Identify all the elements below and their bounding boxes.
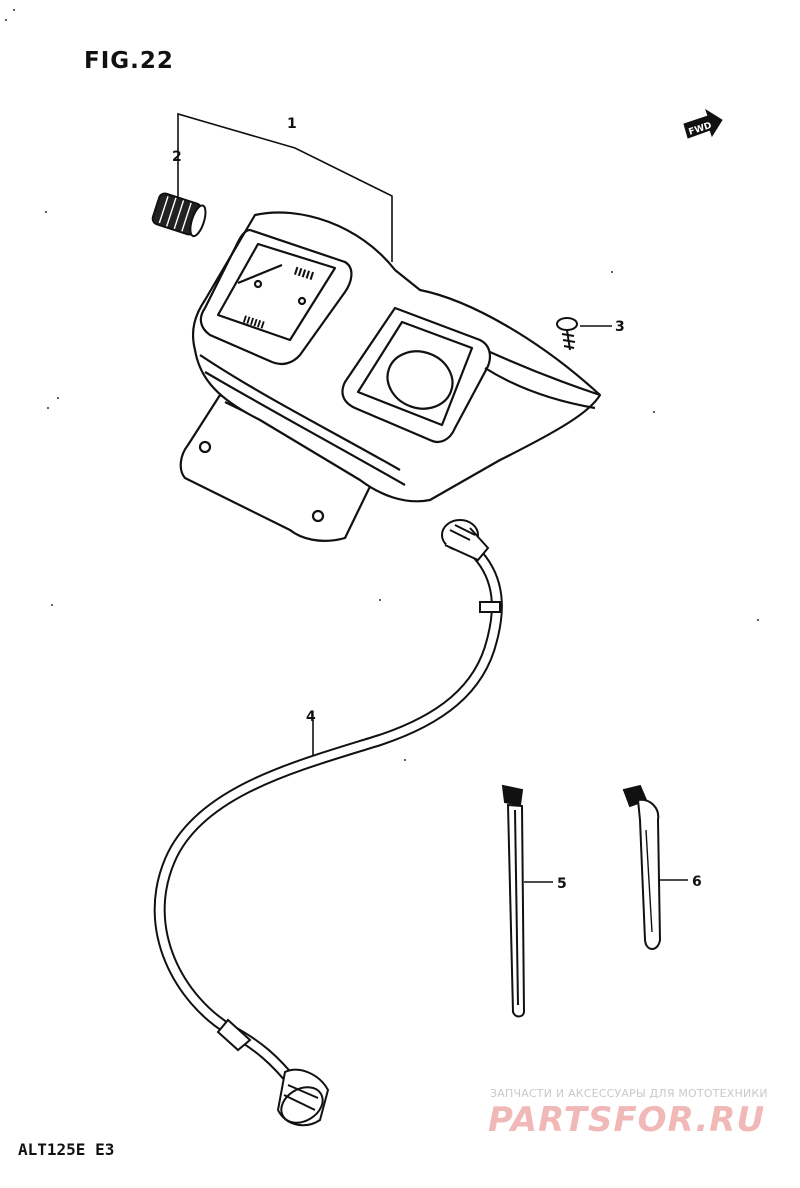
callout-1-leader [177,112,393,262]
watermark-tagline: ЗАПЧАСТИ И АКСЕССУАРЫ ДЛЯ МОТОТЕХНИКИ [490,1087,768,1100]
cable-tie-part [501,784,553,1018]
callout-3-label: 3 [615,319,625,335]
clamp-part [622,784,688,950]
callout-1-label: 1 [287,116,297,132]
model-code: ALT125E E3 [18,1140,115,1159]
forward-arrow-icon: FWD [683,108,723,139]
svg-text:IIIII: IIIII [292,264,315,283]
callout-5-label: 5 [557,876,567,892]
screw-part: 3 [556,317,625,351]
speedometer-cable-part [153,519,503,1127]
callout-6-label: 6 [692,874,702,890]
figure-title: FIG.22 [84,48,174,74]
knob-part: 2 [151,149,207,238]
meter-housing-part: IIIII IIIIII [179,211,602,542]
scan-specks [5,9,759,761]
watermark-brand: PARTSFOR.RU [488,1100,766,1140]
callout-2-label: 2 [172,149,182,165]
callout-4-label: 4 [306,709,316,725]
